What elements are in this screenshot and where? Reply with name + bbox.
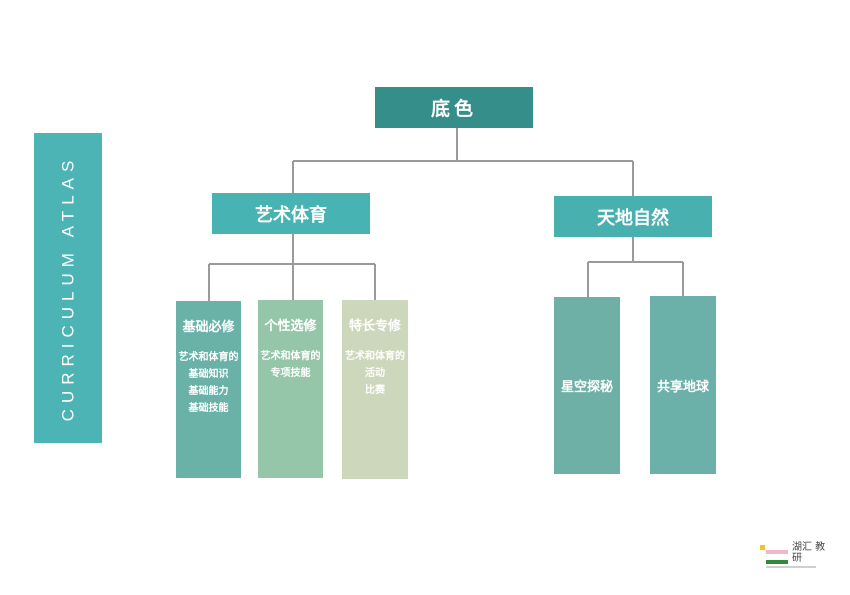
- leaf-title: 基础必修: [182, 320, 235, 335]
- root-node: 底色: [375, 87, 533, 128]
- leaf-line: 基础能力: [188, 386, 229, 397]
- leaf-node-shared-earth: 共享地球: [650, 296, 716, 474]
- leaf-line: 艺术和体育的: [260, 351, 321, 362]
- leaf-title: 特长专修: [348, 319, 401, 334]
- leaf-node-specialty: 特长专修 艺术和体育的 活动 比赛: [342, 300, 408, 479]
- leaf-line: 艺术和体育的: [178, 352, 239, 363]
- leaf-node-elective: 个性选修 艺术和体育的 专项技能: [258, 300, 323, 478]
- leaf-description: 艺术和体育的 基础知识 基础能力 基础技能: [176, 349, 241, 417]
- leaf-node-starry-sky: 星空探秘: [554, 297, 620, 474]
- leaf-line: 活动: [365, 368, 385, 379]
- leaf-line: 艺术和体育的: [345, 351, 405, 362]
- leaf-node-required: 基础必修 艺术和体育的 基础知识 基础能力 基础技能: [176, 301, 241, 478]
- branch-node-arts-sports: 艺术体育: [212, 193, 370, 234]
- curriculum-atlas-banner: CURRICULUM ATLAS: [34, 133, 102, 443]
- leaf-description: 艺术和体育的 活动 比赛: [342, 348, 408, 399]
- leaf-line: 基础技能: [188, 403, 229, 414]
- logo: 湖汇 教研: [760, 542, 825, 576]
- banner-title: CURRICULUM ATLAS: [58, 154, 77, 422]
- branch-node-nature: 天地自然: [554, 196, 712, 237]
- leaf-description: 艺术和体育的 专项技能: [258, 348, 323, 382]
- logo-text: 湖汇 教研: [792, 542, 826, 564]
- leaf-line: 基础知识: [188, 369, 229, 380]
- leaf-line: 专项技能: [270, 368, 311, 379]
- leaf-line: 比赛: [365, 385, 385, 396]
- leaf-title: 个性选修: [264, 319, 317, 334]
- logo-mark-icon: [760, 545, 816, 568]
